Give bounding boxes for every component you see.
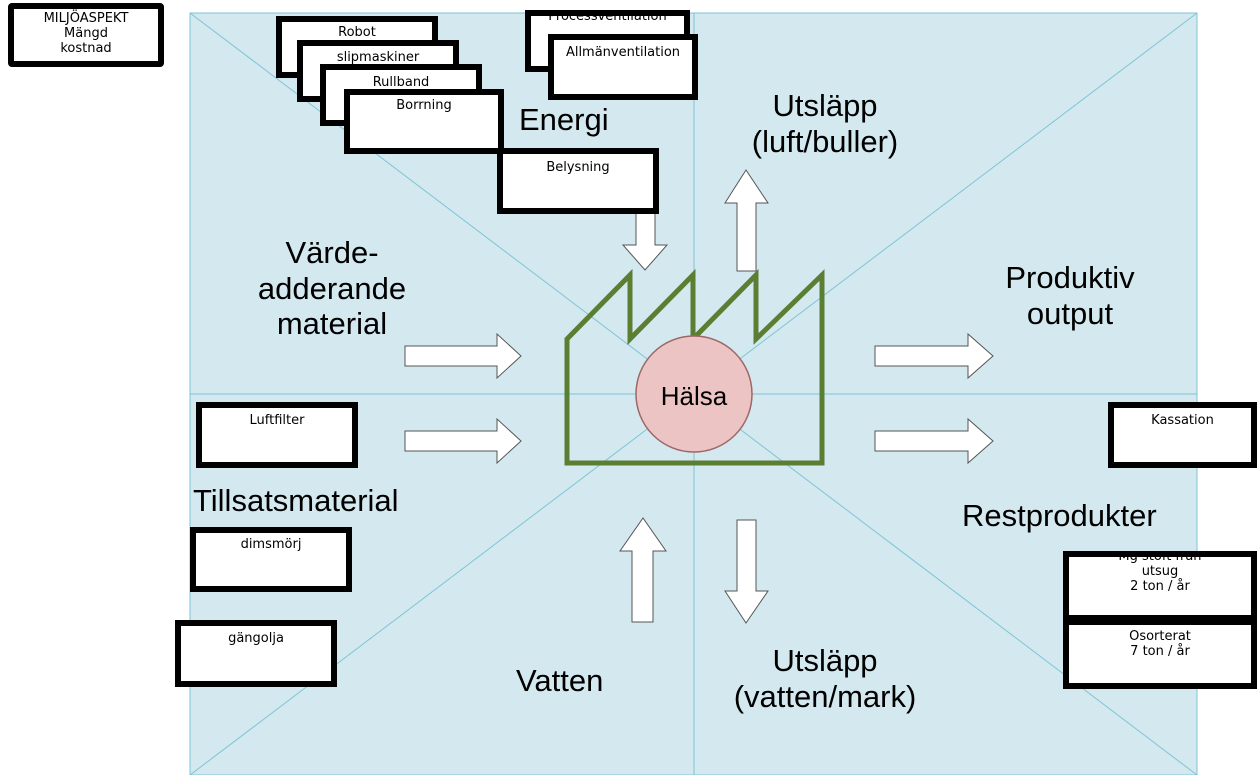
card-allmanventilation: Allmänventilation xyxy=(548,34,698,100)
card-luftfilter: Luftfilter xyxy=(196,402,358,468)
card-gangolja: gängolja xyxy=(175,620,337,687)
label-tillsatsmaterial: Tillsatsmaterial xyxy=(193,483,399,518)
label-energi: Energi xyxy=(519,102,609,137)
health-label: Hälsa xyxy=(661,381,728,411)
arrow-right-additive-material xyxy=(404,417,522,465)
card-mg-stoft: Mg stoft från utsug 2 ton / år xyxy=(1063,551,1257,621)
card-osorterat: Osorterat 7 ton / år xyxy=(1063,619,1257,689)
label-restprodukter: Restprodukter xyxy=(962,498,1157,533)
label-utslapp-vatten: Utsläpp (vatten/mark) xyxy=(733,643,917,714)
legend-title: MILJÖASPEKT xyxy=(43,11,129,26)
health-circle xyxy=(635,335,753,453)
arrow-down-water-emission xyxy=(724,519,769,624)
label-produktiv-output: Produktiv output xyxy=(1005,260,1135,331)
legend-cost: kostnad xyxy=(60,41,112,56)
card-kassation: Kassation xyxy=(1108,402,1257,468)
label-utslapp-luft: Utsläpp (luft/buller) xyxy=(751,88,899,159)
card-dimsmorj: dimsmörj xyxy=(190,527,352,592)
label-vatten: Vatten xyxy=(516,663,604,698)
arrow-right-productive-output xyxy=(874,332,994,380)
card-borrning: Borrning xyxy=(344,89,504,154)
label-varde-adderande-material: Värde- adderande material xyxy=(257,235,407,342)
legend-box: MILJÖASPEKT Mängd kostnad xyxy=(8,3,164,67)
arrow-up-air-emission xyxy=(724,169,769,272)
arrow-right-value-material xyxy=(404,332,522,380)
arrow-right-residual-products xyxy=(874,417,994,465)
arrow-down-energy xyxy=(621,212,669,271)
arrow-up-water xyxy=(619,517,667,623)
card-belysning: Belysning xyxy=(497,148,659,214)
legend-amount: Mängd xyxy=(64,26,108,41)
